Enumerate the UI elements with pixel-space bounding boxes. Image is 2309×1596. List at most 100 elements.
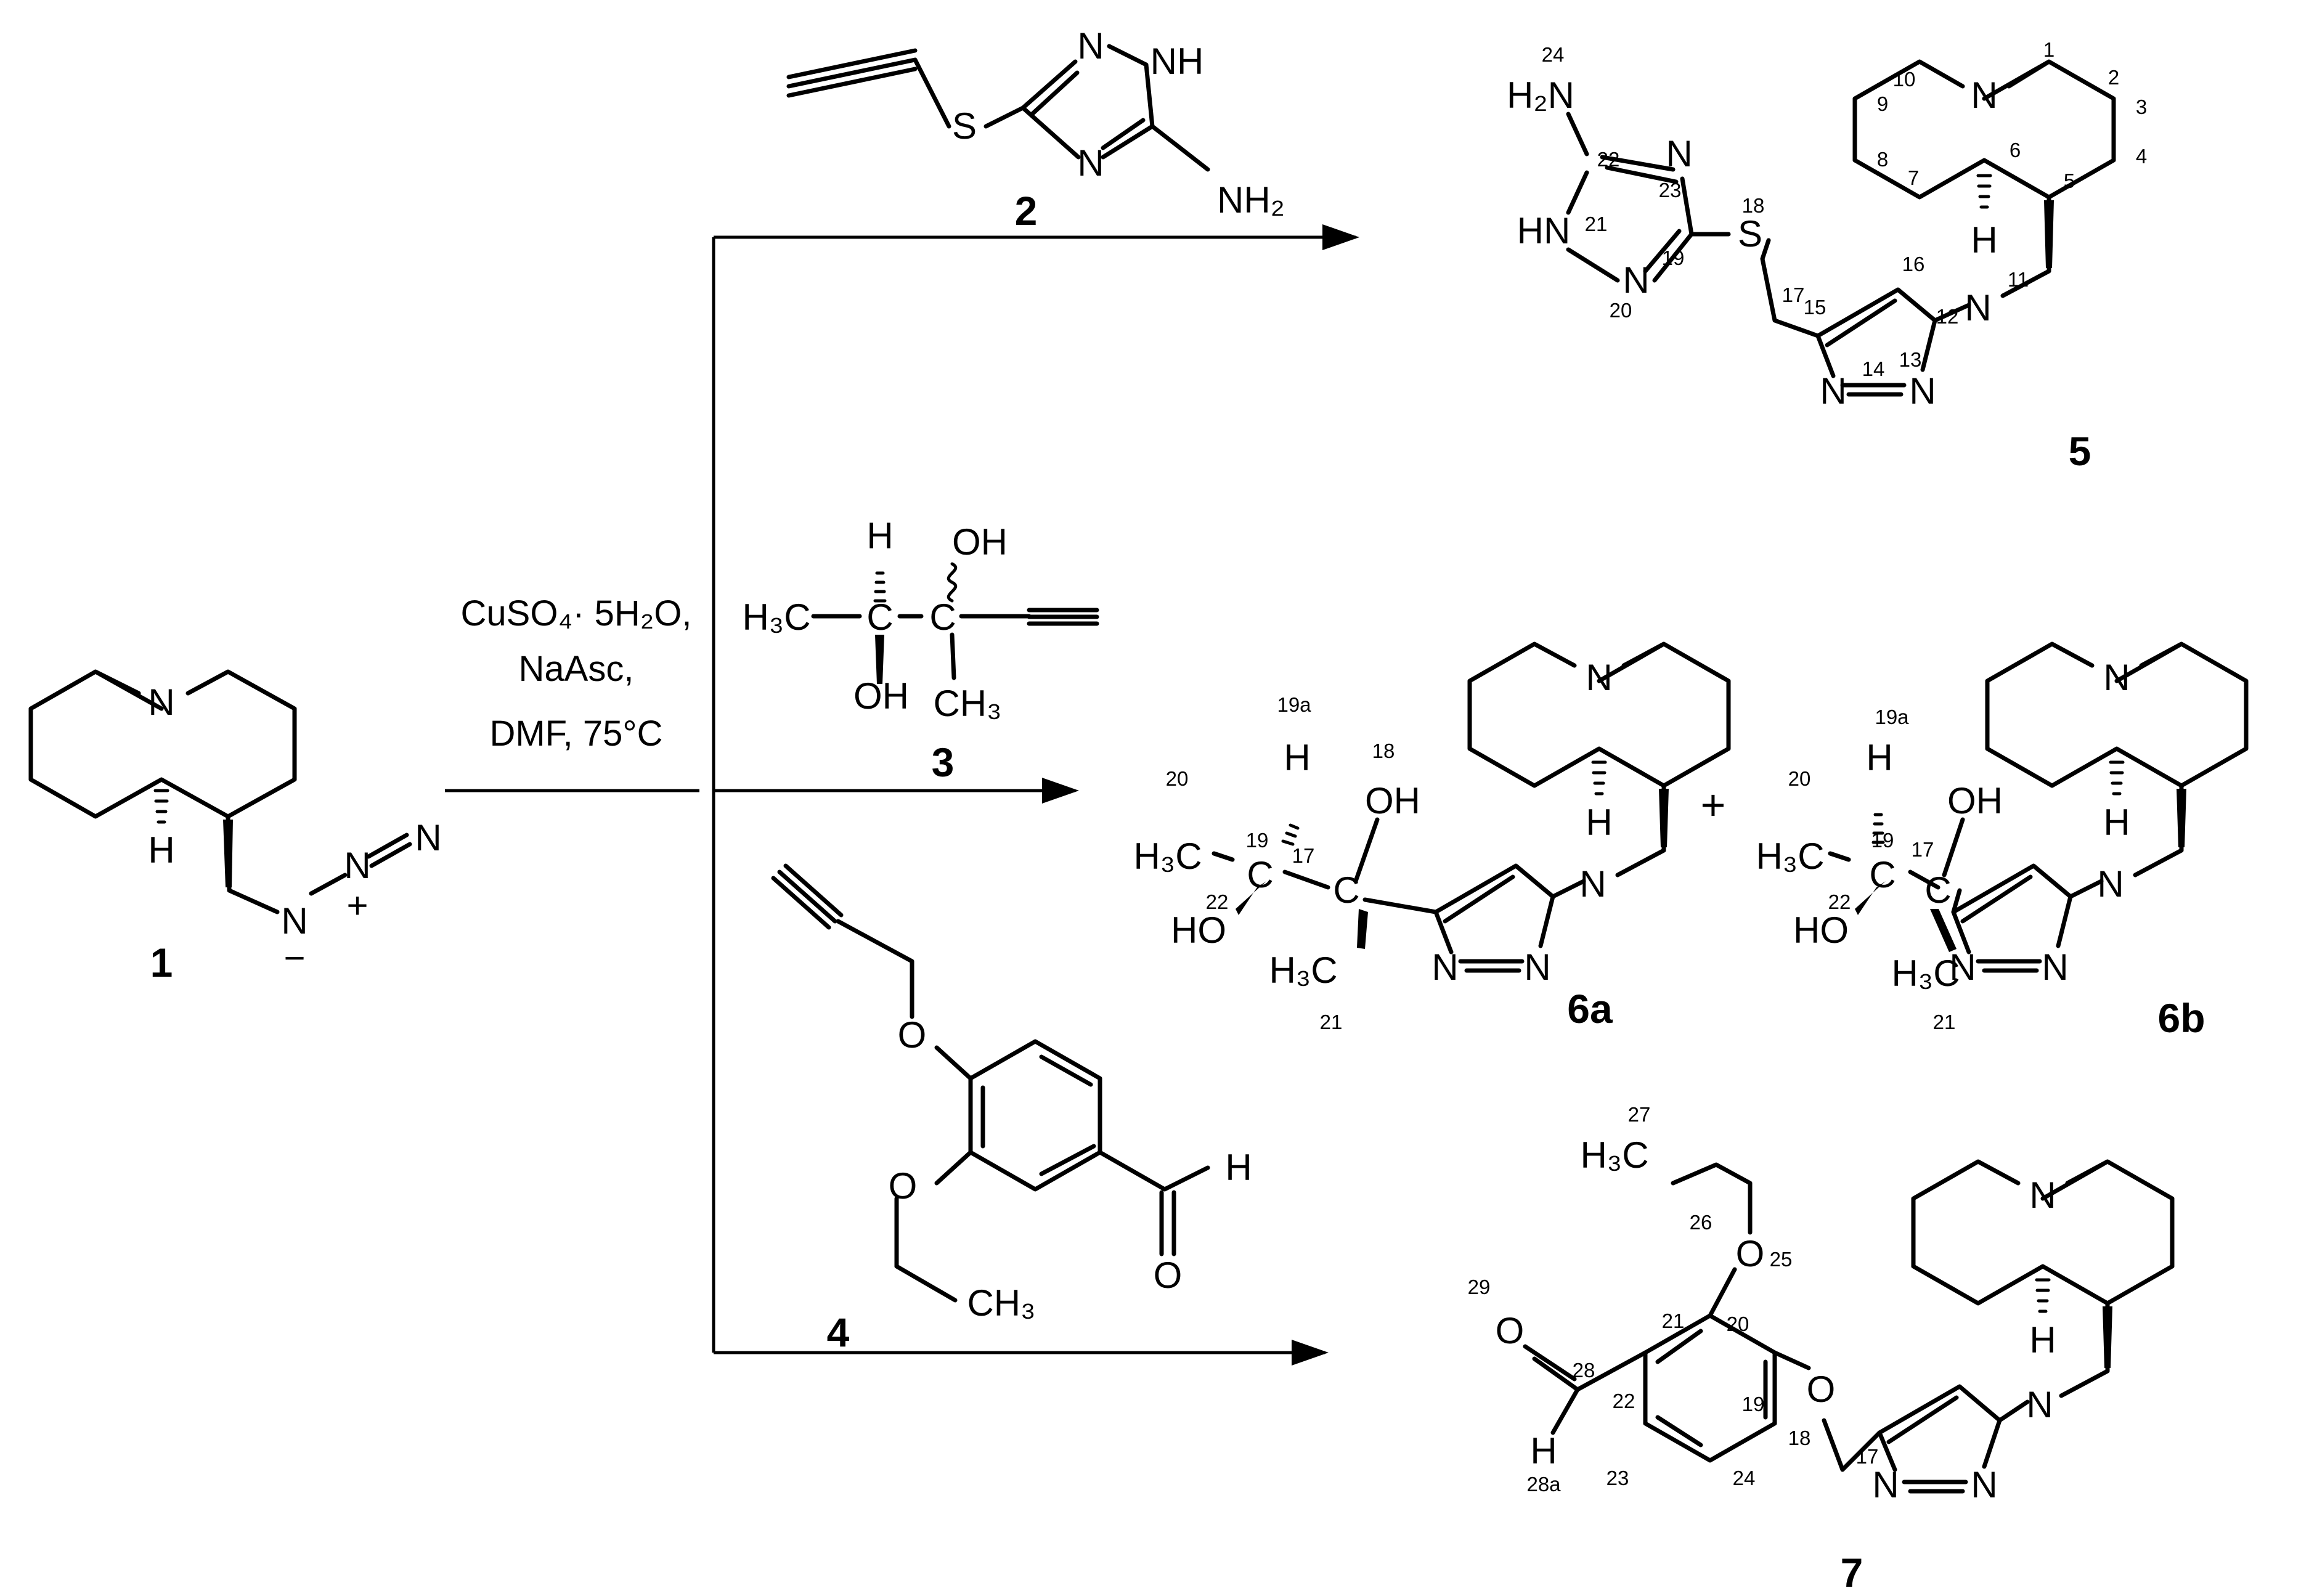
atom-number: 21: [1933, 1011, 1956, 1033]
atom-number: 3: [2136, 96, 2147, 118]
wedge-bond: [1236, 881, 1266, 915]
atom-number: 9: [1877, 92, 1888, 115]
hash-bond: [2109, 760, 2125, 796]
atom-number: 7: [1908, 166, 1919, 189]
hn21-label: HN: [1517, 210, 1571, 251]
alkyne-bonds: [786, 48, 951, 129]
n13-label: N: [1909, 370, 1936, 412]
reaction-arrows: [445, 224, 1359, 1366]
o29-label: O: [1496, 1310, 1525, 1351]
atom-number: 28: [1573, 1359, 1595, 1382]
condition-solvent-temp: DMF, 75°C: [489, 714, 662, 754]
ho22-label: HO: [1793, 910, 1849, 951]
atom-number: 13: [1899, 348, 1922, 371]
quinolizidine-rings: [1467, 641, 1731, 877]
atom-number: 17: [1912, 838, 1934, 861]
ring-bonds: [28, 669, 297, 819]
atom-numbers: 17 19 19a 20 21 22: [1788, 706, 1956, 1033]
hash-bond: [153, 789, 169, 824]
product-mixture-plus: +: [1701, 781, 1726, 829]
n-label: N: [2103, 657, 2130, 698]
c19-label: C: [1869, 854, 1896, 895]
wedge-bond: [1357, 909, 1368, 949]
atom-number: 20: [1610, 299, 1632, 322]
atom-number: 24: [1542, 43, 1565, 66]
atom-number: 21: [1320, 1011, 1343, 1033]
hash-bond: [1871, 813, 1885, 844]
atom-number: 14: [1862, 357, 1885, 380]
n20-label: N: [1623, 259, 1649, 301]
atom-number: 20: [1727, 1313, 1749, 1335]
atom-number: 22: [1613, 1390, 1635, 1412]
quinolizidine-rings: [1985, 641, 2249, 877]
n-label: N: [1579, 863, 1606, 905]
atom-number: 26: [1690, 1211, 1712, 1234]
c-label: C: [866, 596, 893, 638]
aminotriazole-bonds: [1566, 112, 1731, 283]
atom-number: 4: [2136, 145, 2147, 168]
condition-reductant: NaAsc,: [519, 649, 634, 689]
atom-number: 19a: [1875, 706, 1909, 728]
h-label: H: [2103, 802, 2130, 843]
azide-n1-label: N: [281, 900, 307, 942]
h28a-label: H: [1530, 1430, 1557, 1472]
bridgehead-hydrogen-label: H: [148, 829, 174, 871]
atom-numbers: 1 2 3 4 5 6 7 8 9 10 11 12 13 14 15 16 1…: [1542, 38, 2148, 380]
aldehyde-bonds: [1097, 1150, 1210, 1256]
compound-3: H OH H₃C C C OH CH₃ 3: [742, 515, 1099, 785]
atom-number: 5: [2064, 169, 2075, 192]
atom-number: 19a: [1277, 693, 1311, 716]
wavy-bond: [947, 562, 958, 603]
condition-catalyst: CuSO₄· 5H₂O,: [461, 593, 692, 633]
h19a-label: H: [1284, 737, 1310, 778]
aldehyde-bonds: [1523, 1344, 1648, 1435]
c17-label: C: [1924, 869, 1951, 911]
ho22-label: HO: [1171, 910, 1226, 951]
compound-6a: N H N N N C C H OH H₃C HO H₃C 17 18 19 1…: [1133, 641, 1731, 1033]
nh2-label: NH₂: [1217, 179, 1285, 221]
h3c-label: H₃C: [742, 596, 810, 638]
h-label: H: [1225, 1147, 1252, 1188]
atom-number: 17: [1292, 844, 1315, 867]
h2n24-label: H₂N: [1507, 75, 1574, 116]
triazole-bonds: [983, 44, 1210, 172]
atom-number: 1: [2043, 38, 2054, 61]
triazole-bonds: [1433, 863, 1586, 973]
compound-7: N H N N N O O H₃C O H 17 18 19 20 21 22 …: [1468, 1103, 2175, 1595]
oh-label: OH: [1947, 780, 2003, 821]
oh-label: OH: [952, 521, 1008, 563]
n-label: N: [1077, 25, 1104, 67]
ether-bonds: [894, 1045, 973, 1303]
atom-number: 21: [1585, 213, 1608, 235]
compound-2: S N NH N NH₂ 2: [786, 25, 1285, 234]
reaction-conditions: CuSO₄· 5H₂O, NaAsc, DMF, 75°C: [461, 593, 692, 754]
hash-bond: [1281, 823, 1300, 846]
h-label: H: [1586, 802, 1612, 843]
n14-label: N: [1820, 370, 1846, 412]
hydroxyl-bond: [1353, 817, 1380, 884]
wedge-bond: [875, 635, 884, 684]
c-label: C: [929, 596, 956, 638]
ch3-label: CH₃: [967, 1282, 1035, 1324]
oh18-label: OH: [1365, 780, 1420, 821]
compound-6b-label: 6b: [2157, 995, 2205, 1041]
azide-bonds: [309, 833, 412, 896]
wedge-bond: [1659, 789, 1669, 847]
o18-label: O: [1807, 1369, 1836, 1410]
compound-5: N H N N N S N N HN H₂N 1 2 3 4 5 6 7 8 9…: [1507, 38, 2147, 474]
h-label: H: [2029, 1319, 2056, 1361]
atom-number: 17: [1856, 1445, 1879, 1468]
n-label: N: [1431, 947, 1458, 988]
hash-bond: [1976, 174, 1992, 209]
o-label: O: [889, 1165, 918, 1207]
n-label: N: [1971, 1464, 1997, 1505]
atom-number: 19: [1742, 1393, 1765, 1415]
n-label: N: [2029, 1175, 2056, 1216]
compound-5-label: 5: [2069, 428, 2091, 474]
atom-number: 6: [2010, 139, 2021, 161]
h3c21-label: H₃C: [1891, 953, 1960, 994]
n23-label: N: [1666, 133, 1692, 174]
n-label: N: [1077, 142, 1104, 184]
n12-label: N: [1965, 287, 1991, 328]
